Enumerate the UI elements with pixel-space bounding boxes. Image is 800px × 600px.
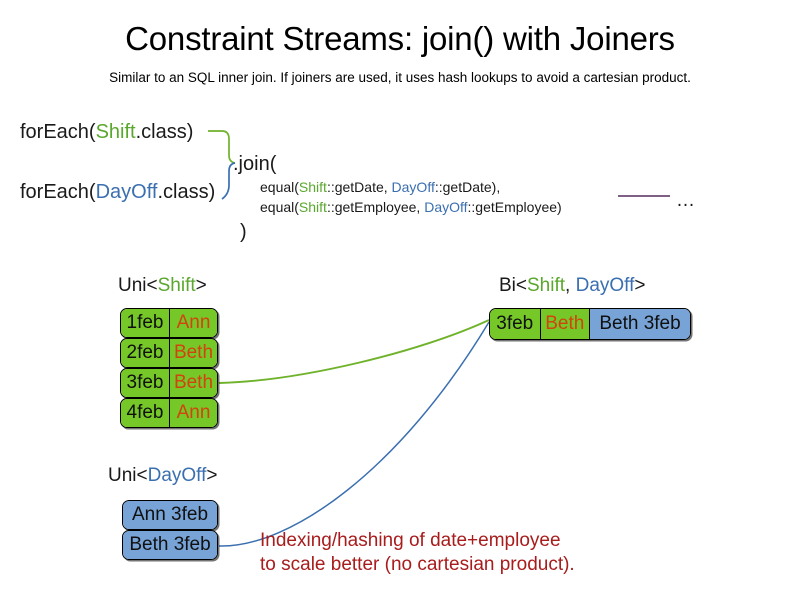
- code-foreach-dayoff: forEach(DayOff.class): [20, 181, 215, 204]
- shift-fact-row[interactable]: 1feb Ann: [120, 308, 218, 338]
- shift-date-cell: 1feb: [121, 309, 169, 337]
- dayoff-fact-row[interactable]: Ann 3feb: [122, 500, 218, 530]
- page-subtitle: Similar to an SQL inner join. If joiners…: [109, 70, 691, 85]
- label-type-dayoff: DayOff: [575, 275, 635, 296]
- label-bi-shift-dayoff: Bi<Shift, DayOff>: [499, 275, 645, 297]
- annotation-line-1: Indexing/hashing of date+employee: [260, 530, 561, 551]
- shift-date-cell: 4feb: [121, 399, 169, 427]
- shift-fact-row[interactable]: 2feb Beth: [120, 338, 218, 368]
- label-prefix: Uni<: [118, 275, 158, 296]
- bi-shift-employee-cell: Beth: [539, 309, 590, 339]
- shift-employee-cell: Beth: [168, 369, 217, 397]
- dayoff-fact-row[interactable]: Beth 3feb: [122, 530, 218, 560]
- code-token-dayoff: DayOff: [95, 181, 158, 203]
- label-uni-shift: Uni<Shift>: [118, 275, 207, 297]
- label-prefix: Bi<: [499, 275, 527, 296]
- connector-dayoff-row-to-bi: [218, 321, 490, 547]
- bi-dayoff-cell: Beth 3feb: [589, 309, 690, 339]
- connector-shift-to-join: [208, 130, 236, 164]
- code-join-close: ): [240, 221, 247, 243]
- label-type-shift: Shift: [527, 275, 566, 296]
- joiner-right-ref: ::getDate),: [434, 179, 501, 195]
- annotation-text: Indexing/hashing of date+employee to sca…: [260, 529, 575, 577]
- shift-fact-row[interactable]: 3feb Beth: [120, 368, 218, 398]
- label-separator: ,: [565, 275, 576, 296]
- label-suffix: >: [206, 465, 218, 486]
- shift-employee-cell: Beth: [168, 339, 217, 367]
- joiner-fn-name: equal(: [260, 179, 299, 195]
- joiner-left-ref: ::getDate,: [326, 179, 392, 195]
- shift-date-cell: 3feb: [121, 369, 169, 397]
- code-foreach-shift: forEach(Shift.class): [20, 121, 193, 144]
- shift-employee-cell: Ann: [168, 399, 217, 427]
- joiner-fn-name: equal(: [260, 199, 299, 215]
- page-title: Constraint Streams: join() with Joiners: [125, 20, 675, 57]
- code-foreach-shift-prefix: forEach(: [20, 121, 96, 143]
- joiner-right-ref: ::getEmployee): [467, 199, 562, 215]
- shift-fact-row[interactable]: 4feb Ann: [120, 398, 218, 428]
- label-type-shift: Shift: [157, 275, 196, 296]
- code-foreach-dayoff-prefix: forEach(: [20, 181, 96, 203]
- label-prefix: Uni<: [108, 465, 148, 486]
- code-foreach-shift-suffix: .class): [135, 121, 194, 143]
- code-ellipsis: …: [676, 190, 695, 211]
- joiner-left-ref: ::getEmployee,: [326, 199, 425, 215]
- joiner-left-type: Shift: [298, 179, 327, 195]
- connector-shift-row-to-bi: [218, 319, 490, 384]
- code-joiner-equal-date: equal(Shift::getDate, DayOff::getDate),: [260, 179, 500, 195]
- label-suffix: >: [634, 275, 646, 296]
- dayoff-cell: Beth 3feb: [123, 531, 217, 559]
- label-suffix: >: [195, 275, 207, 296]
- code-foreach-dayoff-suffix: .class): [157, 181, 216, 203]
- code-join-open: .join(: [233, 153, 277, 175]
- joiner-left-type: Shift: [298, 199, 327, 215]
- label-uni-dayoff: Uni<DayOff>: [108, 465, 218, 487]
- shift-date-cell: 2feb: [121, 339, 169, 367]
- joiner-right-type: DayOff: [391, 179, 435, 195]
- annotation-line-2: to scale better (no cartesian product).: [260, 554, 575, 575]
- joiner-right-type: DayOff: [424, 199, 468, 215]
- code-token-shift: Shift: [95, 121, 136, 143]
- shift-employee-cell: Ann: [168, 309, 217, 337]
- label-type-dayoff: DayOff: [147, 465, 207, 486]
- dayoff-cell: Ann 3feb: [123, 501, 217, 529]
- bi-fact-row[interactable]: 3feb Beth Beth 3feb: [489, 308, 691, 340]
- bi-shift-date-cell: 3feb: [490, 309, 540, 339]
- code-joiner-equal-employee: equal(Shift::getEmployee, DayOff::getEmp…: [260, 199, 562, 215]
